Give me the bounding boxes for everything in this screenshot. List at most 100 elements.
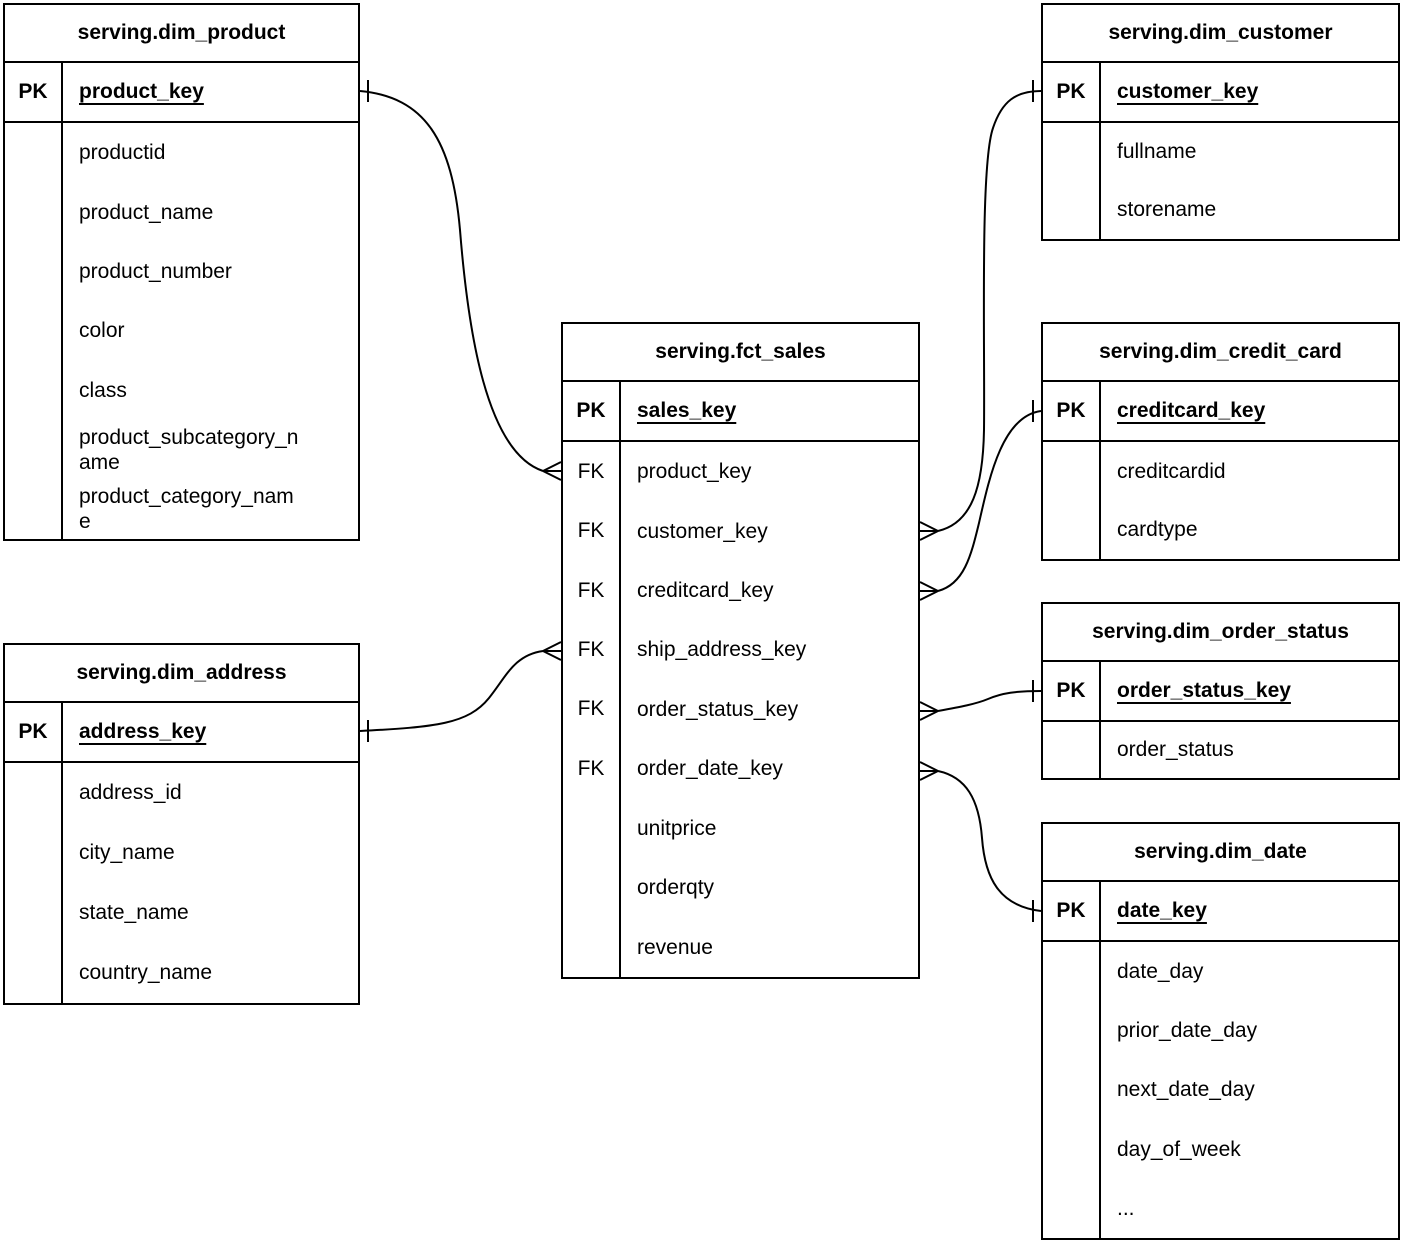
field-row: next_date_day	[1043, 1060, 1398, 1120]
field-name: fullname	[1101, 123, 1196, 181]
cardinality-many-marker	[919, 521, 939, 541]
field-row: date_day	[1043, 942, 1398, 1002]
field-name: class	[63, 361, 127, 420]
fk-badge: FK	[563, 679, 621, 740]
relationship-order-status-key	[919, 680, 1042, 721]
field-name: color	[63, 301, 125, 360]
fk-badge	[5, 420, 63, 480]
field-name: prior_date_day	[1101, 1001, 1257, 1060]
table-title: serving.dim_credit_card	[1043, 324, 1398, 382]
relationship-product-key	[359, 80, 562, 481]
fk-badge	[1043, 1060, 1101, 1120]
field-name-text: creditcardid	[1117, 459, 1226, 483]
field-name: date_day	[1101, 942, 1203, 1001]
pk-field-name: address_key	[63, 703, 206, 761]
field-name: country_name	[63, 943, 212, 1003]
field-name-text: country_name	[79, 961, 213, 985]
field-name: product_subcategory_name	[63, 420, 301, 479]
fk-badge	[563, 858, 621, 918]
field-name-text: day_of_week	[1117, 1137, 1241, 1161]
field-row: revenue	[563, 917, 918, 977]
field-row: product_name	[5, 182, 358, 242]
table-title: serving.dim_address	[5, 645, 358, 703]
relationship-ship-address-key	[359, 641, 562, 742]
field-row: product_subcategory_name	[5, 420, 358, 480]
fk-badge	[563, 917, 621, 977]
field-name-text: next_date_day	[1117, 1078, 1255, 1102]
fk-badge	[5, 360, 63, 421]
fk-badge	[1043, 500, 1101, 559]
field-name-text: class	[79, 378, 127, 402]
relationship-line	[937, 690, 1042, 712]
field-name-text: date_day	[1117, 960, 1204, 983]
field-row: address_id	[5, 763, 358, 823]
fk-badge	[5, 943, 63, 1003]
field-name: unitprice	[621, 799, 716, 858]
field-name-text: state_name	[79, 901, 189, 925]
fk-badge: FK	[563, 739, 621, 799]
pk-field-name: creditcard_key	[1101, 382, 1265, 440]
field-row: orderqty	[563, 858, 918, 918]
table-title: serving.dim_product	[5, 5, 358, 63]
fk-badge: FK	[563, 442, 621, 502]
pk-field-name-text: product_key	[79, 80, 204, 103]
fk-badge	[563, 798, 621, 859]
fk-badge	[1043, 1119, 1101, 1179]
pk-badge: PK	[5, 703, 63, 761]
fields-section: order_status	[1043, 722, 1398, 778]
pk-badge: PK	[1043, 662, 1101, 720]
field-name-text: city_name	[79, 841, 175, 865]
pk-badge: PK	[1043, 63, 1101, 121]
relationship-creditcard-key	[919, 400, 1042, 601]
pk-field-name-text: order_status_key	[1117, 679, 1291, 702]
pk-field-name: product_key	[63, 63, 204, 121]
pk-field-name: sales_key	[621, 382, 736, 440]
fk-badge	[5, 883, 63, 943]
field-row: fullname	[1043, 123, 1398, 181]
fk-badge: FK	[563, 501, 621, 561]
field-name: day_of_week	[1101, 1120, 1241, 1179]
cardinality-many-marker	[919, 701, 939, 721]
field-row: city_name	[5, 823, 358, 883]
field-name-text: unitprice	[637, 816, 717, 840]
fk-badge	[1043, 722, 1101, 778]
field-row: FK customer_key	[563, 501, 918, 561]
field-name-text: creditcard_key	[637, 579, 774, 602]
field-name-text: order_status_key	[637, 697, 799, 721]
field-name: customer_key	[621, 501, 768, 560]
fields-section: address_id city_name state_name country_nam…	[5, 763, 358, 1003]
field-name-text: cardtype	[1117, 518, 1198, 542]
field-name: product_number	[63, 242, 232, 301]
field-row: creditcardid	[1043, 442, 1398, 501]
field-name: storename	[1101, 181, 1216, 239]
field-name-text: product_key	[637, 460, 752, 484]
table-title: serving.dim_date	[1043, 824, 1398, 882]
fk-badge: FK	[563, 620, 621, 680]
pk-field-name: date_key	[1101, 882, 1207, 940]
field-name: product_key	[621, 442, 751, 501]
relationship-customer-key	[919, 80, 1042, 541]
field-row: productid	[5, 123, 358, 183]
pk-field-name-text: creditcard_key	[1117, 399, 1266, 422]
cardinality-many-marker	[542, 641, 562, 661]
field-name-text: customer_key	[637, 519, 768, 543]
pk-field-name-text: customer_key	[1117, 80, 1259, 103]
field-row: ...	[1043, 1178, 1398, 1239]
field-name: address_id	[63, 763, 182, 823]
cardinality-many-marker	[919, 761, 939, 781]
fk-badge	[5, 301, 63, 361]
field-name-text: color	[79, 319, 125, 343]
primary-key-row: PK order_status_key	[1043, 662, 1398, 722]
fk-badge	[1043, 123, 1101, 181]
field-name-text: fullname	[1117, 140, 1197, 164]
primary-key-row: PK customer_key	[1043, 63, 1398, 123]
